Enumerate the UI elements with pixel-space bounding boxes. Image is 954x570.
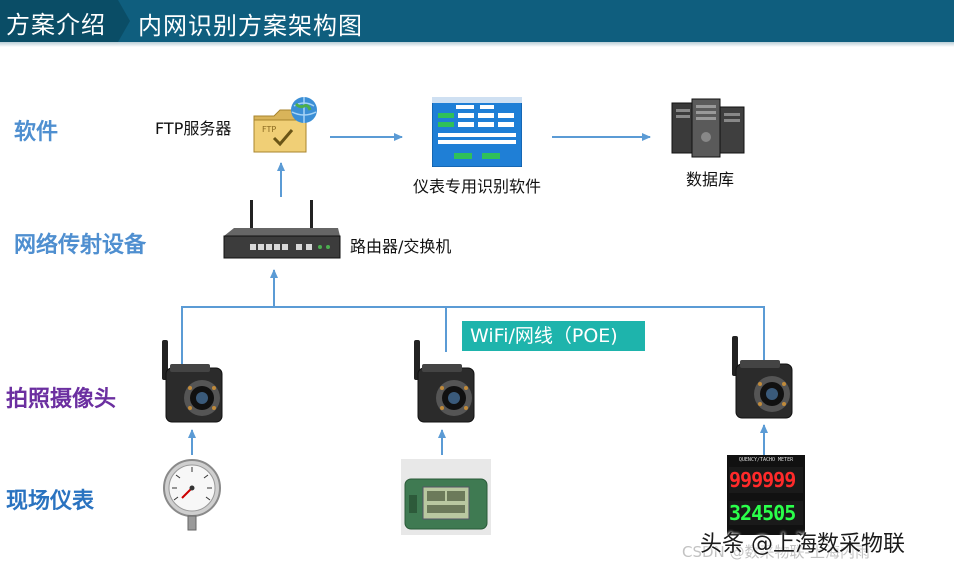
camera-icon	[728, 334, 798, 428]
database-server-icon	[670, 97, 748, 163]
section-label: 方案介绍	[6, 11, 106, 39]
lcd-meter-icon	[401, 459, 491, 539]
router-label: 路由器/交换机	[350, 237, 452, 256]
database-label: 数据库	[686, 170, 735, 189]
ftp-server-label: FTP服务器	[155, 119, 232, 138]
tachometer-header: QUENCY/TACHO METER	[738, 457, 794, 463]
page-title: 内网识别方案架构图	[138, 12, 363, 40]
digital-tachometer-icon: QUENCY/TACHO METER 999999 324505	[727, 455, 805, 535]
section-tab: 方案介绍	[0, 0, 130, 42]
page-header: 方案介绍 内网识别方案架构图	[0, 0, 954, 42]
svg-text:FTP: FTP	[262, 125, 276, 134]
layer-label-software: 软件	[14, 120, 59, 145]
connection-badge: WiFi/网线（POE)	[462, 321, 645, 351]
tachometer-top-readout: 999999	[729, 467, 803, 493]
header-shadow	[0, 42, 954, 47]
software-label: 仪表专用识别软件	[413, 177, 542, 196]
watermark-toutiao: 头条 @上海数采物联	[700, 532, 905, 557]
watermark-csdn: CSDN @数采物联-上海内雨	[682, 543, 870, 561]
software-window-icon	[431, 96, 523, 171]
layer-label-camera: 拍照摄像头	[6, 387, 117, 412]
network-bus	[181, 306, 765, 370]
router-icon	[220, 196, 344, 266]
camera-icon	[158, 338, 228, 432]
layer-label-network: 网络传射设备	[14, 233, 147, 258]
layer-label-meter: 现场仪表	[6, 489, 95, 514]
pressure-gauge-icon	[160, 458, 224, 536]
tachometer-bottom-readout: 324505	[729, 501, 803, 525]
ftp-folder-icon: FTP	[250, 96, 322, 162]
camera-icon	[410, 338, 480, 432]
